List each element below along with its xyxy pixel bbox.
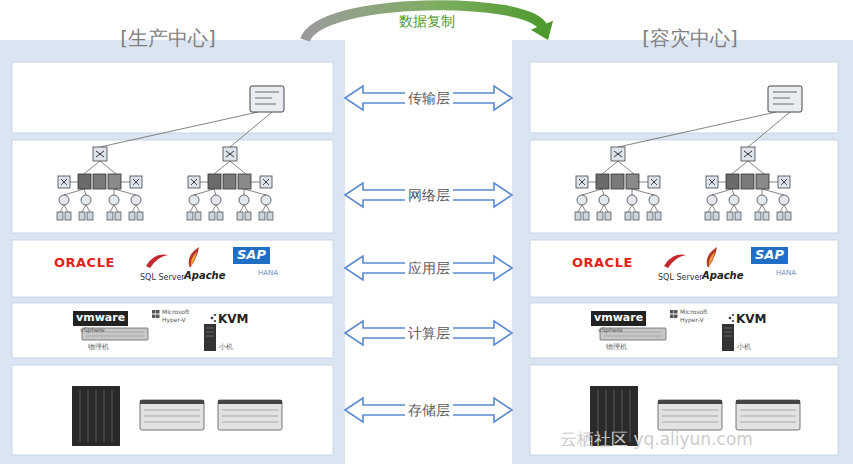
layer-band: ORACLE SQL ServerApache SAP HANA xyxy=(12,240,333,297)
logo-text: SQL Server xyxy=(658,273,703,282)
edge-label: 计算层 xyxy=(405,325,453,341)
double-arrow xyxy=(345,183,512,207)
edge-label: 数据复制 xyxy=(399,13,455,29)
layer-band xyxy=(530,240,838,297)
edge-label: 应用层 xyxy=(405,260,453,276)
layer-band xyxy=(12,303,333,358)
layer-band: vmwarevSphere MicrosoftHyper-V KVM 物理机 小机 xyxy=(12,303,333,358)
logo-text: 物理机 xyxy=(88,343,109,351)
layer-arrow xyxy=(345,86,512,110)
logo-text: 小机 xyxy=(219,343,233,351)
logo-text: Microsoft xyxy=(680,309,707,316)
edge-label: 传输层 xyxy=(405,90,453,106)
logo-text: SQL Server xyxy=(140,273,185,282)
logo-text: vmware xyxy=(591,311,646,326)
arrow-head xyxy=(531,21,553,40)
edge-label: 网络层 xyxy=(405,187,453,203)
logo-text: vmware xyxy=(73,311,128,326)
logo-text: KVM xyxy=(736,313,767,327)
watermark: 云栖社区 yq.aliyun.com xyxy=(560,430,753,450)
logo-text: HANA xyxy=(776,269,796,277)
logo-text: 物理机 xyxy=(606,343,627,351)
logo-text: SAP xyxy=(751,247,788,264)
layer-band xyxy=(12,240,333,297)
logo-text: vSphere xyxy=(80,327,105,334)
center-panel: [生产中心]ORACLESQL ServerApacheSAPHANAvmwar… xyxy=(0,40,345,464)
panel-ground xyxy=(0,40,345,464)
double-arrow xyxy=(345,321,512,345)
logo-text: Apache xyxy=(184,270,225,282)
panel-title: [容灾中心] xyxy=(642,27,738,50)
logo-text: KVM xyxy=(218,313,249,327)
logo-text: Apache xyxy=(702,270,743,282)
logo-text: ORACLE xyxy=(54,256,115,271)
double-arrow xyxy=(345,86,512,110)
double-arrow xyxy=(345,256,512,280)
edge-label: 存储层 xyxy=(405,402,453,418)
layer-band xyxy=(12,62,838,455)
layer-band xyxy=(530,303,838,358)
layer-arrow xyxy=(345,183,512,207)
panel-title: [生产中心] xyxy=(120,27,216,50)
layer-band: ORACLE SQL ServerApache SAP HANA xyxy=(530,240,838,297)
layer-arrow xyxy=(345,256,512,280)
replication-arrow xyxy=(305,5,543,40)
layer-band: vmwarevSphere MicrosoftHyper-V KVM 物理机 小机 xyxy=(530,303,838,358)
logo-text: ORACLE xyxy=(572,256,633,271)
logo-text: Hyper-V xyxy=(162,317,186,324)
layer-arrow xyxy=(345,398,512,422)
logo-text: SAP xyxy=(233,247,270,264)
logo-text: Hyper-V xyxy=(680,317,704,324)
logo-text: Microsoft xyxy=(162,309,189,316)
layer-band xyxy=(12,62,333,133)
layer-arrow xyxy=(345,321,512,345)
panel-ground xyxy=(0,40,853,464)
logo-text: 小机 xyxy=(737,343,751,351)
replication-arrow xyxy=(305,5,553,40)
double-arrow xyxy=(345,398,512,422)
panel-ground xyxy=(512,40,853,464)
logo-text: vSphere xyxy=(598,327,623,334)
logo-text: HANA xyxy=(258,269,278,277)
center-panel: [容灾中心]ORACLESQL ServerApacheSAPHANAvmwar… xyxy=(512,40,853,464)
